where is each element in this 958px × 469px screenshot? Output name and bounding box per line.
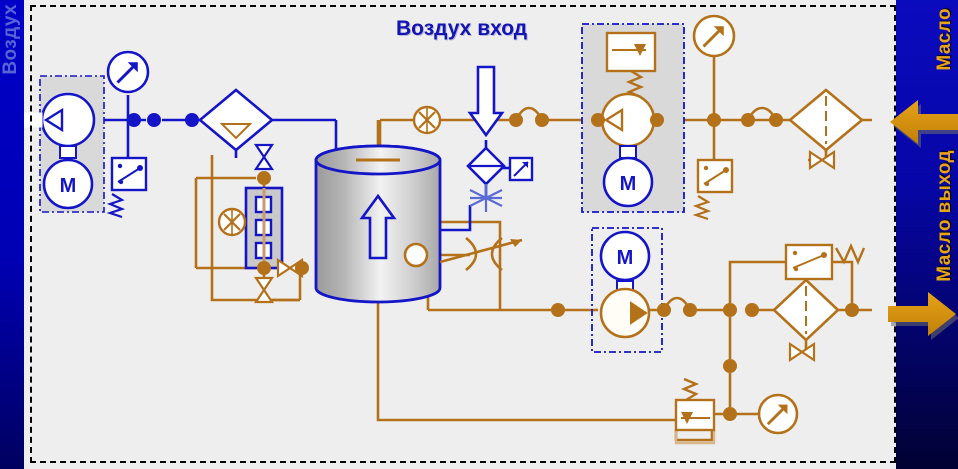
- cross-valve-inlet[interactable]: [412, 105, 442, 135]
- adjustable-throttle[interactable]: [439, 236, 523, 272]
- relief-spring-2: [680, 377, 700, 402]
- level-gauge-assembly[interactable]: [217, 143, 309, 304]
- oil-pump-2-group[interactable]: M: [591, 227, 663, 353]
- oil-inlet-arrow: [890, 100, 958, 148]
- left-panel: Воздух: [0, 0, 24, 469]
- right-panel: Масло Масло выход: [896, 0, 958, 469]
- air-filter[interactable]: [197, 88, 275, 152]
- restrictor-star[interactable]: [469, 184, 503, 212]
- air-pump-group[interactable]: M: [39, 75, 105, 213]
- oil-pump-1-group[interactable]: M: [581, 23, 685, 213]
- oil-gauge-1[interactable]: [692, 14, 736, 58]
- oil-filter-2-drain-valve[interactable]: [788, 341, 816, 363]
- oil-junctions-top: [509, 113, 783, 127]
- air-inlet-assembly[interactable]: [412, 65, 534, 212]
- oil-filter-1[interactable]: [787, 88, 865, 171]
- oil-filter-1-drain-valve[interactable]: [808, 149, 836, 171]
- air-gauge[interactable]: [106, 50, 150, 94]
- oil-outlet-label: Масло выход: [934, 150, 955, 282]
- tank-flow-arrow: [359, 193, 397, 260]
- diagram-canvas: [24, 0, 896, 469]
- diff-pressure-switch-2[interactable]: [784, 243, 866, 281]
- oil-motor-2-label: M: [617, 247, 634, 269]
- oil-pump-2-symbol[interactable]: [599, 287, 651, 339]
- oil-pressure-switch-1[interactable]: [692, 158, 734, 221]
- oil-filter-2[interactable]: [772, 278, 840, 363]
- oil-motor-1-label: M: [620, 173, 637, 195]
- air-motor-label: M: [60, 175, 77, 197]
- page-title: Воздух вход: [396, 17, 528, 40]
- relief-valve-2[interactable]: [674, 377, 716, 432]
- oil-motor-1-symbol[interactable]: [602, 156, 654, 208]
- oil-outlet-arrow: [888, 292, 958, 340]
- air-pressure-switch[interactable]: [106, 156, 148, 219]
- pilot-return-line: [674, 430, 716, 445]
- oil-piping: [194, 45, 872, 442]
- receiver-tank[interactable]: [314, 144, 442, 304]
- relief-spring-1: [625, 69, 645, 99]
- oil-gauge-2[interactable]: [757, 393, 799, 435]
- relief-valve-1[interactable]: [605, 31, 657, 73]
- level-valve-top[interactable]: [253, 143, 275, 171]
- oil-junctions-bottom: [551, 303, 859, 421]
- level-valve-bottom[interactable]: [253, 276, 275, 304]
- oil-label: Масло: [934, 8, 955, 71]
- air-inlet-side-label: Воздух: [0, 4, 21, 75]
- air-motor-symbol[interactable]: [42, 158, 94, 210]
- air-inlet-arrow: [467, 65, 505, 138]
- cross-valve-left[interactable]: [217, 207, 247, 237]
- tank-nozzle: [403, 242, 429, 268]
